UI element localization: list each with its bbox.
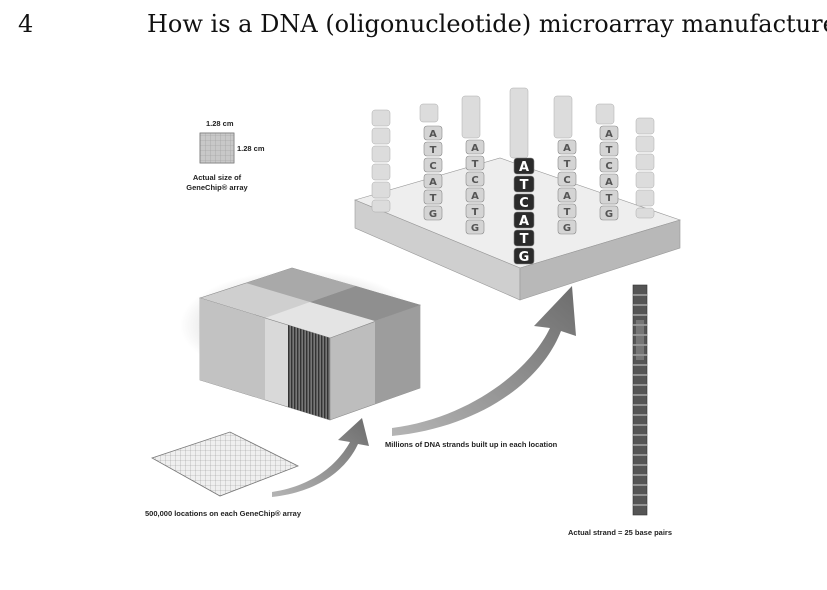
strand-caption: Actual strand = 25 base pairs	[568, 528, 672, 537]
strand-base-letter: T	[564, 207, 571, 218]
strand-block	[513, 193, 535, 211]
strand-base-letter: G	[471, 223, 479, 234]
strand-base-letter: A	[519, 214, 529, 229]
strand-base-letter: T	[430, 193, 437, 204]
strand-block	[465, 187, 485, 203]
strand-base-letter: T	[606, 145, 613, 156]
genechip-grid-array	[151, 431, 299, 497]
strand-block	[513, 211, 535, 229]
strand-block	[599, 205, 619, 221]
arrow-block-to-strands	[392, 286, 576, 436]
strand-base-letter: T	[564, 159, 571, 170]
strand-base-letter: G	[519, 250, 530, 265]
strand-block	[465, 219, 485, 235]
strand-block	[599, 125, 619, 141]
strand-base-letter: G	[563, 223, 571, 234]
strand-base-letter: T	[520, 232, 529, 247]
strand-block	[465, 155, 485, 171]
actual-size-chip	[199, 132, 235, 164]
strand-block	[465, 203, 485, 219]
strand-block	[465, 139, 485, 155]
strand-base-letter: C	[605, 161, 612, 172]
magnified-array-block	[180, 267, 421, 421]
chip-height-label: 1.28 cm	[237, 144, 265, 153]
strand-base-letter: A	[471, 191, 479, 202]
locations-caption: 500,000 locations on each GeneChip® arra…	[145, 509, 302, 518]
strand-base-letter: A	[563, 143, 571, 154]
strand-block	[599, 157, 619, 173]
chip-width-label: 1.28 cm	[206, 119, 234, 128]
strand-base-letter: C	[563, 175, 570, 186]
strand-block	[513, 247, 535, 265]
strand-base-letter: C	[471, 175, 478, 186]
strand-block	[513, 229, 535, 247]
arrow-grid-to-block	[272, 418, 369, 497]
background-strand-columns	[371, 87, 655, 219]
strand-base-letter: A	[429, 177, 437, 188]
strand-block	[513, 175, 535, 193]
strand-block	[557, 219, 577, 235]
strand-base-letter: T	[606, 193, 613, 204]
strand-base-letter: A	[605, 129, 613, 140]
single-strand-bar	[632, 284, 648, 516]
strand-block	[465, 171, 485, 187]
strand-block	[557, 139, 577, 155]
strand-base-letter: A	[563, 191, 571, 202]
strand-block	[599, 141, 619, 157]
strand-block	[557, 155, 577, 171]
strand-block	[557, 187, 577, 203]
strand-block	[599, 173, 619, 189]
strand-base-letter: C	[519, 196, 529, 211]
strand-block	[423, 173, 443, 189]
strand-block	[423, 125, 443, 141]
strand-base-letter: A	[429, 129, 437, 140]
strand-block	[423, 205, 443, 221]
strand-block	[599, 189, 619, 205]
strand-block	[423, 189, 443, 205]
strand-base-letter: A	[605, 177, 613, 188]
strand-base-letter: G	[605, 209, 613, 220]
strand-block	[557, 171, 577, 187]
strand-base-letter: T	[520, 178, 529, 193]
strand-base-letter: T	[472, 207, 479, 218]
strand-block	[557, 203, 577, 219]
slide-title: How is a DNA (oligonucleotide) microarra…	[147, 10, 827, 38]
actual-size-caption-line1: Actual size of	[193, 173, 242, 182]
strand-base-letter: T	[430, 145, 437, 156]
strand-base-letter: C	[429, 161, 436, 172]
strand-block	[513, 157, 535, 175]
strand-base-letter: G	[429, 209, 437, 220]
strand-block	[423, 157, 443, 173]
strand-base-letter: T	[472, 159, 479, 170]
strand-base-letter: A	[471, 143, 479, 154]
slide-number: 4	[18, 10, 34, 38]
strand-block	[423, 141, 443, 157]
strands-caption: Millions of DNA strands built up in each…	[385, 440, 558, 449]
actual-size-caption-line2: GeneChip® array	[186, 183, 248, 192]
strand-base-letter: A	[519, 160, 529, 175]
